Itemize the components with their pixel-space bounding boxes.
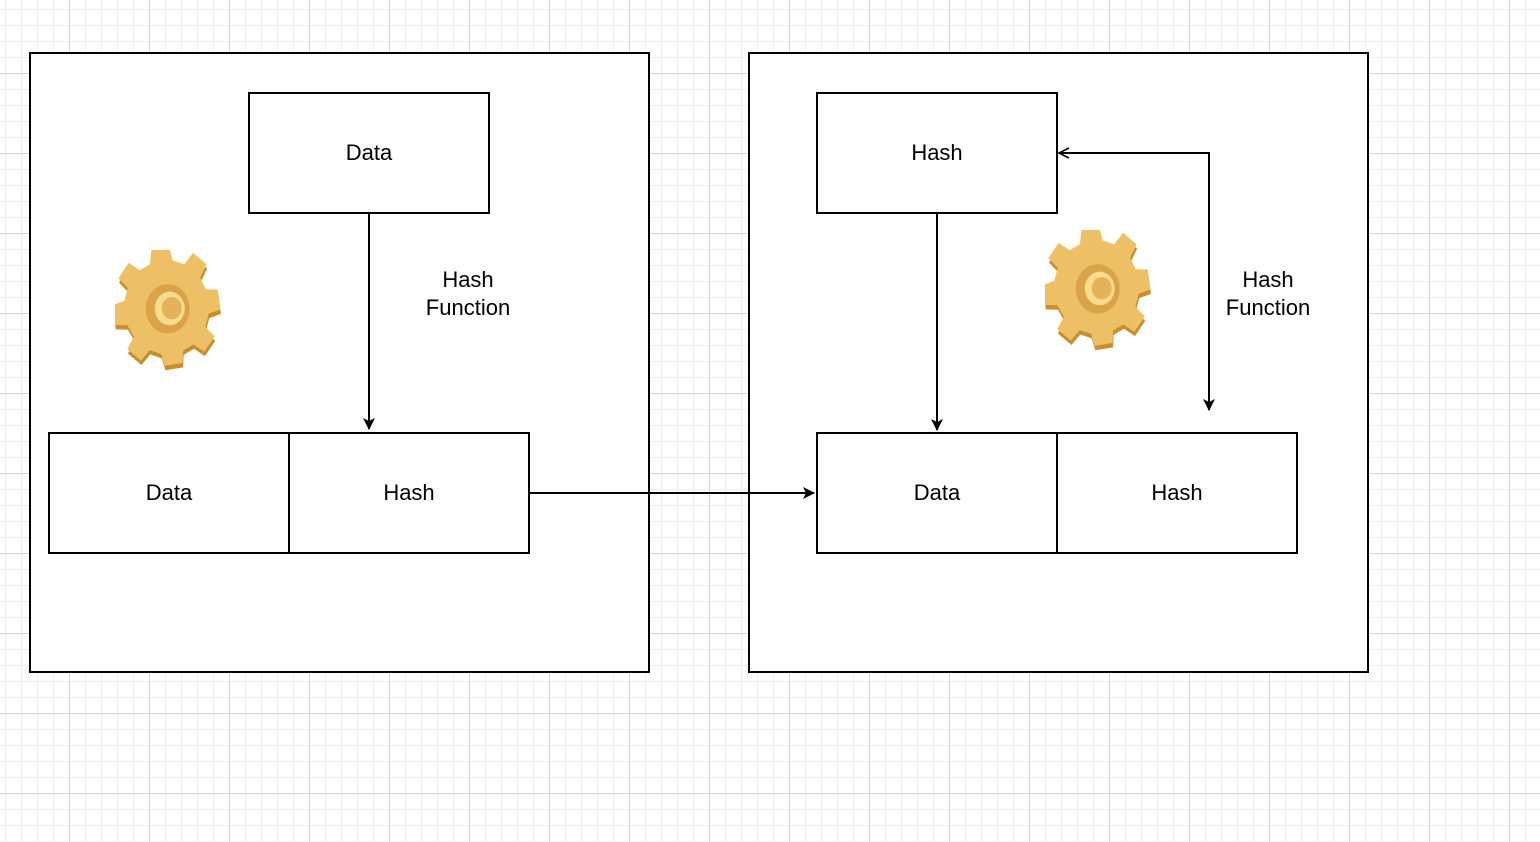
right-record-hash-label: Hash [1151,480,1203,505]
left-record-hash-label: Hash [383,480,435,505]
left-gear-icon [115,250,221,371]
right-hash-box-label: Hash [911,140,963,165]
right-hash-function-label: Hash Function [1208,266,1328,322]
right-record-hash-cell[interactable]: Hash [1056,432,1298,554]
right-record-data-label: Data [913,480,961,505]
left-record-data-cell[interactable]: Data [48,432,290,554]
left-data-box-label: Data [345,140,393,165]
right-hash-function-line2: Function [1225,295,1311,320]
left-record-hash-cell[interactable]: Hash [288,432,530,554]
right-hash-function-line1: Hash [1242,267,1294,292]
right-hash-box[interactable]: Hash [816,92,1058,214]
right-compare-arrow[interactable] [1059,153,1209,410]
left-hash-function-line2: Function [425,295,511,320]
left-record-data-label: Data [145,480,193,505]
left-hash-function-label: Hash Function [408,266,528,322]
right-record-data-cell[interactable]: Data [816,432,1058,554]
right-gear-icon [1045,230,1151,351]
left-hash-function-line1: Hash [442,267,494,292]
left-data-box[interactable]: Data [248,92,490,214]
